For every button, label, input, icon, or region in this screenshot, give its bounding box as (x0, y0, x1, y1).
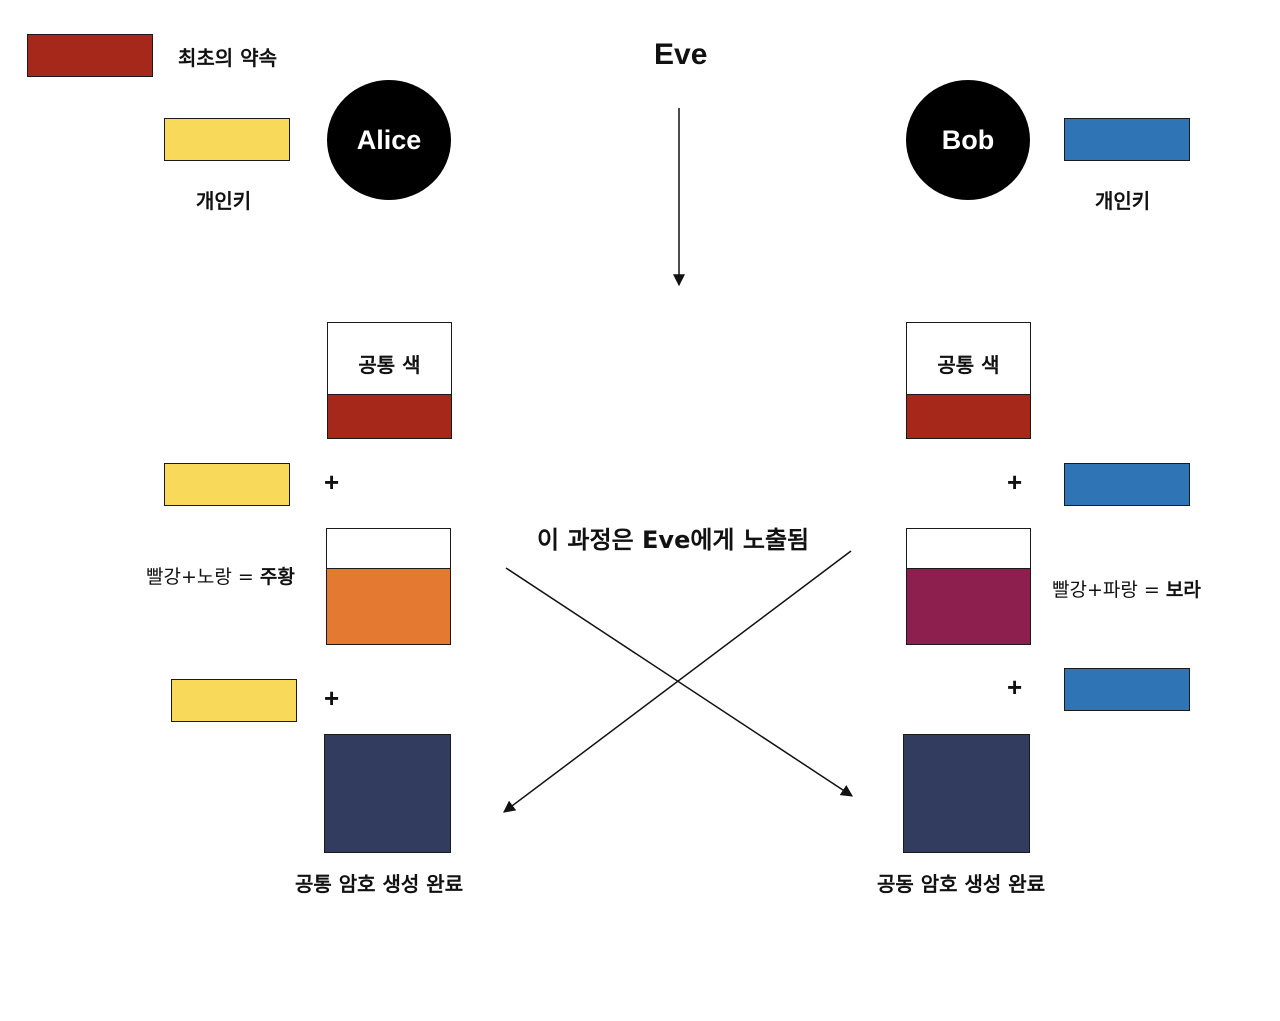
bob-mixed-color-box (906, 528, 1031, 645)
bob-private-key-label: 개인키 (1095, 189, 1151, 213)
bob-mix-result: 보라 (1165, 579, 1201, 601)
bob-plus-sign-2: + (1007, 672, 1023, 702)
bob-mix-text: 빨강+파랑 = 보라 (1052, 575, 1201, 602)
bob-mixed-color-fill (907, 568, 1030, 644)
alice-mixed-color-box (326, 528, 451, 645)
legend-label: 최초의 약속 (178, 46, 277, 70)
alice-mix-formula: 빨강+노랑 = (146, 566, 260, 588)
alice-final-label: 공통 암호 생성 완료 (295, 872, 464, 896)
bob-add-private-swatch (1064, 463, 1190, 506)
exposure-note: 이 과정은 Eve에게 노출됨 (537, 526, 810, 554)
alice-common-color-title: 공통 색 (358, 353, 421, 377)
alice-common-color-fill (328, 394, 451, 438)
alice-plus-sign-2: + (324, 683, 340, 713)
alice-final-private-swatch (171, 679, 297, 722)
exchange-arrow-bob-to-alice (503, 550, 852, 813)
alice-avatar: Alice (327, 80, 451, 200)
alice-common-color-box: 공통 색 (327, 322, 452, 439)
exchange-arrow-alice-to-bob (505, 567, 854, 797)
alice-private-key-label: 개인키 (196, 189, 252, 213)
eve-label: Eve (654, 38, 708, 71)
alice-mix-text: 빨강+노랑 = 주황 (146, 562, 295, 589)
bob-final-private-swatch (1064, 668, 1190, 711)
alice-shared-secret-box (324, 734, 451, 853)
alice-mixed-color-fill (327, 568, 450, 644)
alice-mix-result: 주황 (259, 566, 295, 588)
bob-mix-formula: 빨강+파랑 = (1052, 579, 1166, 601)
bob-common-color-box: 공통 색 (906, 322, 1031, 439)
alice-plus-sign-1: + (324, 467, 340, 497)
legend-swatch-initial-color (27, 34, 153, 77)
bob-plus-sign-1: + (1007, 467, 1023, 497)
bob-final-label: 공동 암호 생성 완료 (877, 872, 1046, 896)
bob-private-key-swatch (1064, 118, 1190, 161)
bob-common-color-fill (907, 394, 1030, 438)
bob-avatar: Bob (906, 80, 1030, 200)
alice-add-private-swatch (164, 463, 290, 506)
alice-private-key-swatch (164, 118, 290, 161)
bob-shared-secret-box (903, 734, 1030, 853)
bob-common-color-title: 공통 색 (937, 353, 1000, 377)
